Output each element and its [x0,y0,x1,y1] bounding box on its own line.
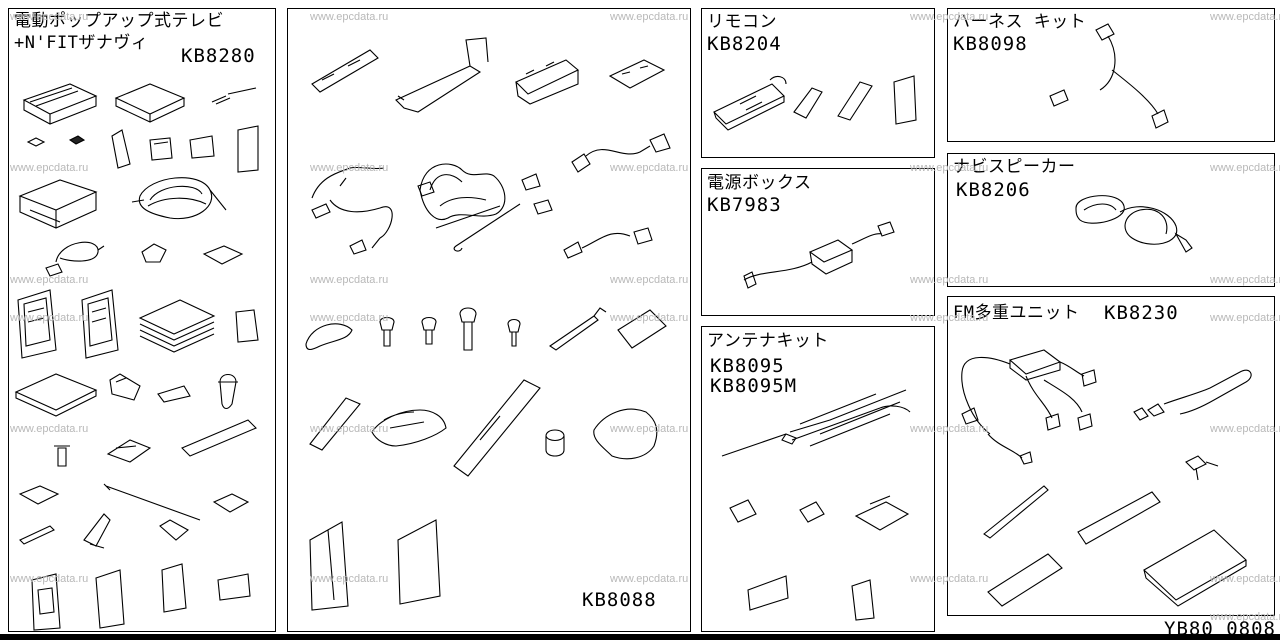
remote-title: リモコン [707,12,777,32]
watermark: www.epcdata.ru [910,162,989,174]
watermark: www.epcdata.ru [610,423,689,435]
install-parts-part-code[interactable]: KB8088 [582,589,657,611]
antenna-parts [721,389,911,621]
watermark: www.epcdata.ru [310,11,389,23]
harness-title: ハーネス キット [953,12,1087,32]
antenna-part-code-1[interactable]: KB8095 [710,355,785,377]
remote-part-code[interactable]: KB8204 [707,33,782,55]
install-parts [305,37,671,611]
tv-navi-title-line1: 電動ポップアップ式テレビ [14,11,224,31]
antenna-part-code-2[interactable]: KB8095M [710,375,798,397]
fm-unit-parts [961,349,1252,607]
watermark: www.epcdata.ru [1210,11,1280,23]
watermark: www.epcdata.ru [910,423,989,435]
tv-navi-title-line2: +N'FITザナヴィ [14,33,149,53]
watermark: www.epcdata.ru [10,162,89,174]
harness-part-code[interactable]: KB8098 [953,33,1028,55]
watermark: www.epcdata.ru [310,312,389,324]
watermark: www.epcdata.ru [310,423,389,435]
bottom-border [0,634,1280,640]
watermark: www.epcdata.ru [1210,573,1280,585]
watermark: www.epcdata.ru [1210,162,1280,174]
panel-antenna-kit: アンテナキット KB8095 KB8095M [701,326,935,632]
watermark: www.epcdata.ru [610,573,689,585]
fm-unit-part-code[interactable]: KB8230 [1104,302,1179,324]
watermark: www.epcdata.ru [310,274,389,286]
watermark: www.epcdata.ru [1210,312,1280,324]
navi-speaker-title: ナビスピーカー [953,157,1076,177]
watermark: www.epcdata.ru [310,573,389,585]
panel-remote: リモコン KB8204 [701,8,935,158]
watermark: www.epcdata.ru [1210,611,1280,623]
watermark: www.epcdata.ru [910,312,989,324]
harness-parts [1049,23,1169,129]
fm-unit-title: FM多重ユニット [953,303,1080,323]
power-box-parts [743,221,895,289]
panel-power-box: 電源ボックス KB7983 [701,168,935,316]
watermark: www.epcdata.ru [1210,423,1280,435]
watermark: www.epcdata.ru [910,573,989,585]
watermark: www.epcdata.ru [610,274,689,286]
power-box-title: 電源ボックス [707,173,812,193]
watermark: www.epcdata.ru [10,312,89,324]
power-box-part-code[interactable]: KB7983 [707,194,782,216]
antenna-title: アンテナキット [707,331,829,351]
panel-harness-kit: ハーネス キット KB8098 [947,8,1275,142]
remote-parts [713,75,917,131]
watermark: www.epcdata.ru [610,162,689,174]
navi-speaker-part-code[interactable]: KB8206 [956,179,1031,201]
watermark: www.epcdata.ru [1210,274,1280,286]
panel-install-parts: KB8088 [287,8,691,632]
watermark: www.epcdata.ru [610,11,689,23]
tv-navi-part-code[interactable]: KB8280 [181,45,256,67]
watermark: www.epcdata.ru [910,274,989,286]
watermark: www.epcdata.ru [10,274,89,286]
watermark: www.epcdata.ru [10,573,89,585]
watermark: www.epcdata.ru [10,423,89,435]
watermark: www.epcdata.ru [910,11,989,23]
watermark: www.epcdata.ru [10,11,89,23]
navi-speaker-parts [1075,195,1193,253]
watermark: www.epcdata.ru [310,162,389,174]
tv-navi-parts [14,83,259,631]
watermark: www.epcdata.ru [610,312,689,324]
panel-fm-unit: FM多重ユニット KB8230 [947,296,1275,616]
